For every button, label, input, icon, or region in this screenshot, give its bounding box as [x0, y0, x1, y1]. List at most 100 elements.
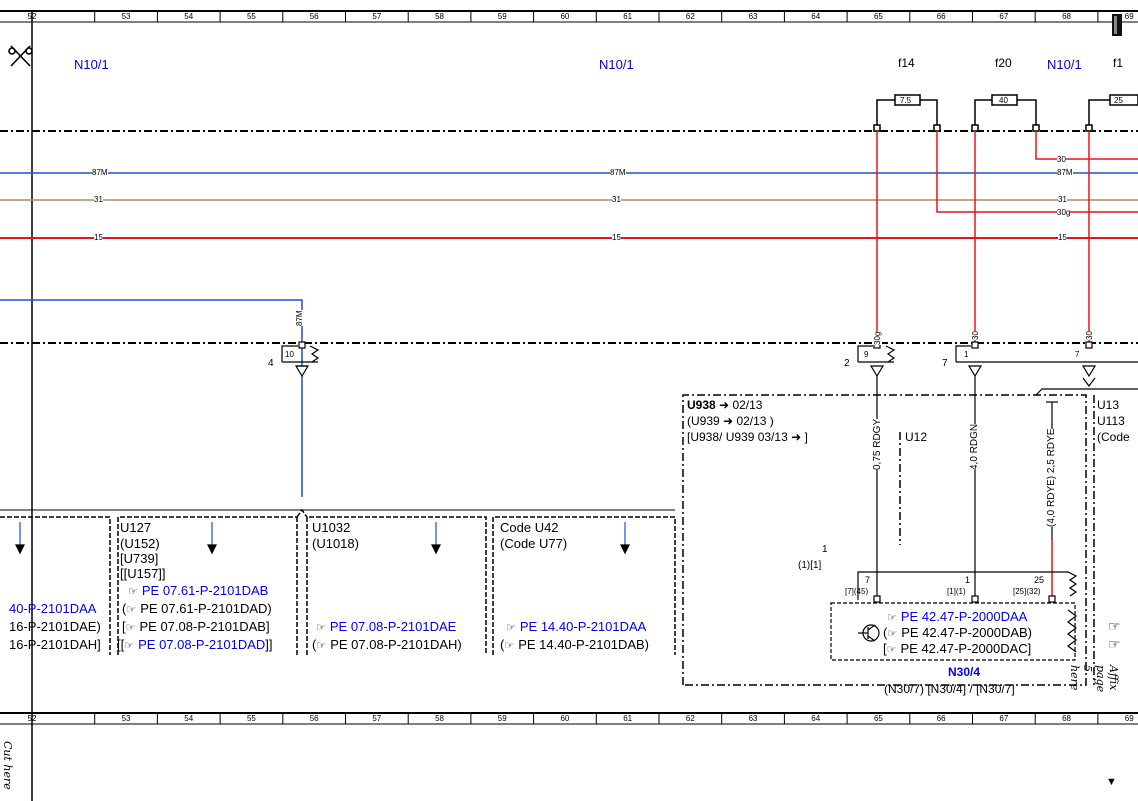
n30-pin-top: 1	[822, 544, 828, 555]
label-f20: f20	[995, 56, 1012, 70]
n30-ref-2[interactable]: (☞PE 42.47-P-2000DAB)	[883, 625, 1033, 640]
scissors-icon	[8, 45, 33, 67]
bottom-ruler-number: 55	[246, 714, 256, 723]
top-ruler-number: 59	[497, 12, 507, 21]
bus-30	[1035, 131, 1138, 160]
n30-ref-3[interactable]: [☞PE 42.47-P-2000DAC]	[883, 641, 1032, 656]
connector-c2	[857, 341, 896, 378]
label-n10-1-mid: N10/1	[599, 57, 634, 72]
pointing-hand-icon: ☞	[124, 640, 135, 652]
cut-here-text: Cut here	[1, 741, 14, 790]
wire-label-rdgn: 4,0 RDGN	[969, 423, 980, 470]
top-ruler-number: 64	[811, 12, 821, 21]
c3-num-label: 7	[942, 358, 948, 369]
bottom-ruler-number: 54	[184, 714, 194, 723]
bus-15-label-mid: 15	[612, 233, 621, 242]
bus-15-label-right: 15	[1058, 233, 1067, 242]
box3-ref-1[interactable]: ☞PE 14.40-P-2101DAA	[506, 619, 647, 634]
box1-ref-3[interactable]: [☞PE 07.08-P-2101DAB]	[122, 619, 270, 634]
connector-c3	[955, 341, 1138, 387]
c3-pin-label: 1	[964, 350, 969, 359]
fuse-f14	[873, 94, 941, 132]
top-ruler-number: 62	[685, 12, 695, 21]
variant-box-top-right	[1035, 388, 1138, 396]
bottom-ruler-number: 60	[560, 714, 570, 723]
triangle-marker-icon: ▼	[1106, 776, 1117, 788]
bottom-ruler-number: 62	[685, 714, 695, 723]
box1-line-1: U127	[120, 520, 152, 535]
bottom-ruler-number: 67	[999, 714, 1009, 723]
c4-pin-label: 7	[1075, 350, 1080, 359]
pointing-hand-icon: ☞	[504, 640, 515, 652]
top-ruler-number: 56	[309, 12, 319, 21]
wire-87m-branch	[0, 299, 303, 497]
box0-ref-1[interactable]: 40-P-2101DAA	[9, 601, 97, 616]
box2-ref-2[interactable]: (☞PE 07.08-P-2101DAH)	[312, 637, 462, 652]
bus-30g-label: 30g	[1057, 208, 1071, 217]
bottom-ruler-number: 56	[309, 714, 319, 723]
n30-name: N30/4	[948, 665, 981, 679]
box3-ref-2[interactable]: (☞PE 14.40-P-2101DAB)	[500, 637, 650, 652]
box1-ref-2[interactable]: (☞PE 07.61-P-2101DAD)	[122, 601, 272, 616]
label-n10-1-left: N10/1	[74, 57, 109, 72]
bus-87m-label-right: 87M	[1057, 168, 1073, 177]
c2-wire-label: 30g	[873, 331, 882, 345]
n30-pin-1: 1	[965, 575, 971, 585]
box0-ref-2[interactable]: 16-P-2101DAE)	[9, 619, 101, 634]
transistor-icon	[858, 624, 880, 642]
box1-ref-1[interactable]: ☞PE 07.61-P-2101DAB	[128, 583, 269, 598]
box1-ref-4[interactable]: [[☞PE 07.08-P-2101DAD]]	[117, 637, 273, 652]
bus-30g	[936, 131, 1138, 213]
bottom-ruler-number: 69	[1124, 714, 1134, 723]
c2-num-label: 2	[844, 358, 850, 369]
box2-line-1: U1032	[312, 520, 351, 535]
box0-ref-3[interactable]: 16-P-2101DAH]	[9, 637, 101, 652]
box1-line-2: (U152)	[120, 536, 160, 551]
c1-num-label: 4	[268, 358, 274, 369]
bus-31-label-mid: 31	[612, 195, 621, 204]
pointing-hand-icon: ☞	[125, 622, 136, 634]
page-corner-icon	[1112, 14, 1122, 36]
dash-dot-borders	[0, 130, 1138, 344]
variant-u13: U13	[1097, 398, 1120, 412]
box3-line-2: (Code U77)	[500, 536, 568, 551]
n30-pin-7: 7	[865, 575, 871, 585]
bottom-ruler-number: 58	[435, 714, 444, 723]
top-ruler-number: 53	[121, 12, 131, 21]
c3-wire-label: 30	[971, 331, 980, 340]
c4-wire-label: 30	[1085, 331, 1094, 340]
n30-alt-names: (N30/7) [N30/4] / [N30/7]	[884, 682, 1015, 696]
pointing-hand-icon: ☞	[887, 628, 898, 640]
arrow-icon: ➜	[719, 398, 730, 412]
pointing-hand-icon: ☞	[506, 622, 516, 634]
wire-label-rdye: (4,0 RDYE) 2,5 RDYE	[1046, 428, 1057, 527]
top-ruler-number: 61	[623, 12, 633, 21]
variant-code: (Code	[1097, 430, 1130, 444]
box-arrows	[15, 522, 630, 555]
n30-pin-25-bracket: [25](32)	[1013, 587, 1041, 596]
affix-here-text: Affix page 5 here	[1068, 665, 1120, 693]
n30-ref-1[interactable]: ☞PE 42.47-P-2000DAA	[887, 609, 1028, 624]
bottom-ruler-number: 68	[1062, 714, 1071, 723]
bottom-ruler-number: 63	[748, 714, 758, 723]
bottom-ruler	[0, 712, 1138, 725]
pointing-hand-icon: ☞	[316, 622, 326, 634]
bus-15-label-left: 15	[94, 233, 103, 242]
bottom-ruler-number: 61	[623, 714, 633, 723]
box2-ref-1[interactable]: ☞PE 07.08-P-2101DAE	[316, 619, 457, 634]
top-ruler-number: 63	[748, 12, 758, 21]
top-ruler-number: 52	[27, 12, 37, 21]
variant-u12: U12	[905, 430, 928, 444]
bus-30-label: 30	[1057, 155, 1066, 164]
c2-pin-label: 9	[864, 350, 869, 359]
bottom-ruler-number: 52	[27, 714, 37, 723]
bus-31-label-left: 31	[94, 195, 103, 204]
right-edge-hand-icons: ☞☞	[1108, 618, 1121, 652]
bottom-ruler-number: 59	[497, 714, 507, 723]
fuse-f14-value: 7.5	[900, 96, 912, 105]
top-ruler-number: 67	[999, 12, 1009, 21]
fuse-f20	[971, 94, 1040, 132]
wire-label-rdgy: 0,75 RDGY	[872, 418, 883, 470]
top-ruler-number: 60	[560, 12, 570, 21]
bottom-ruler-number: 53	[121, 714, 131, 723]
